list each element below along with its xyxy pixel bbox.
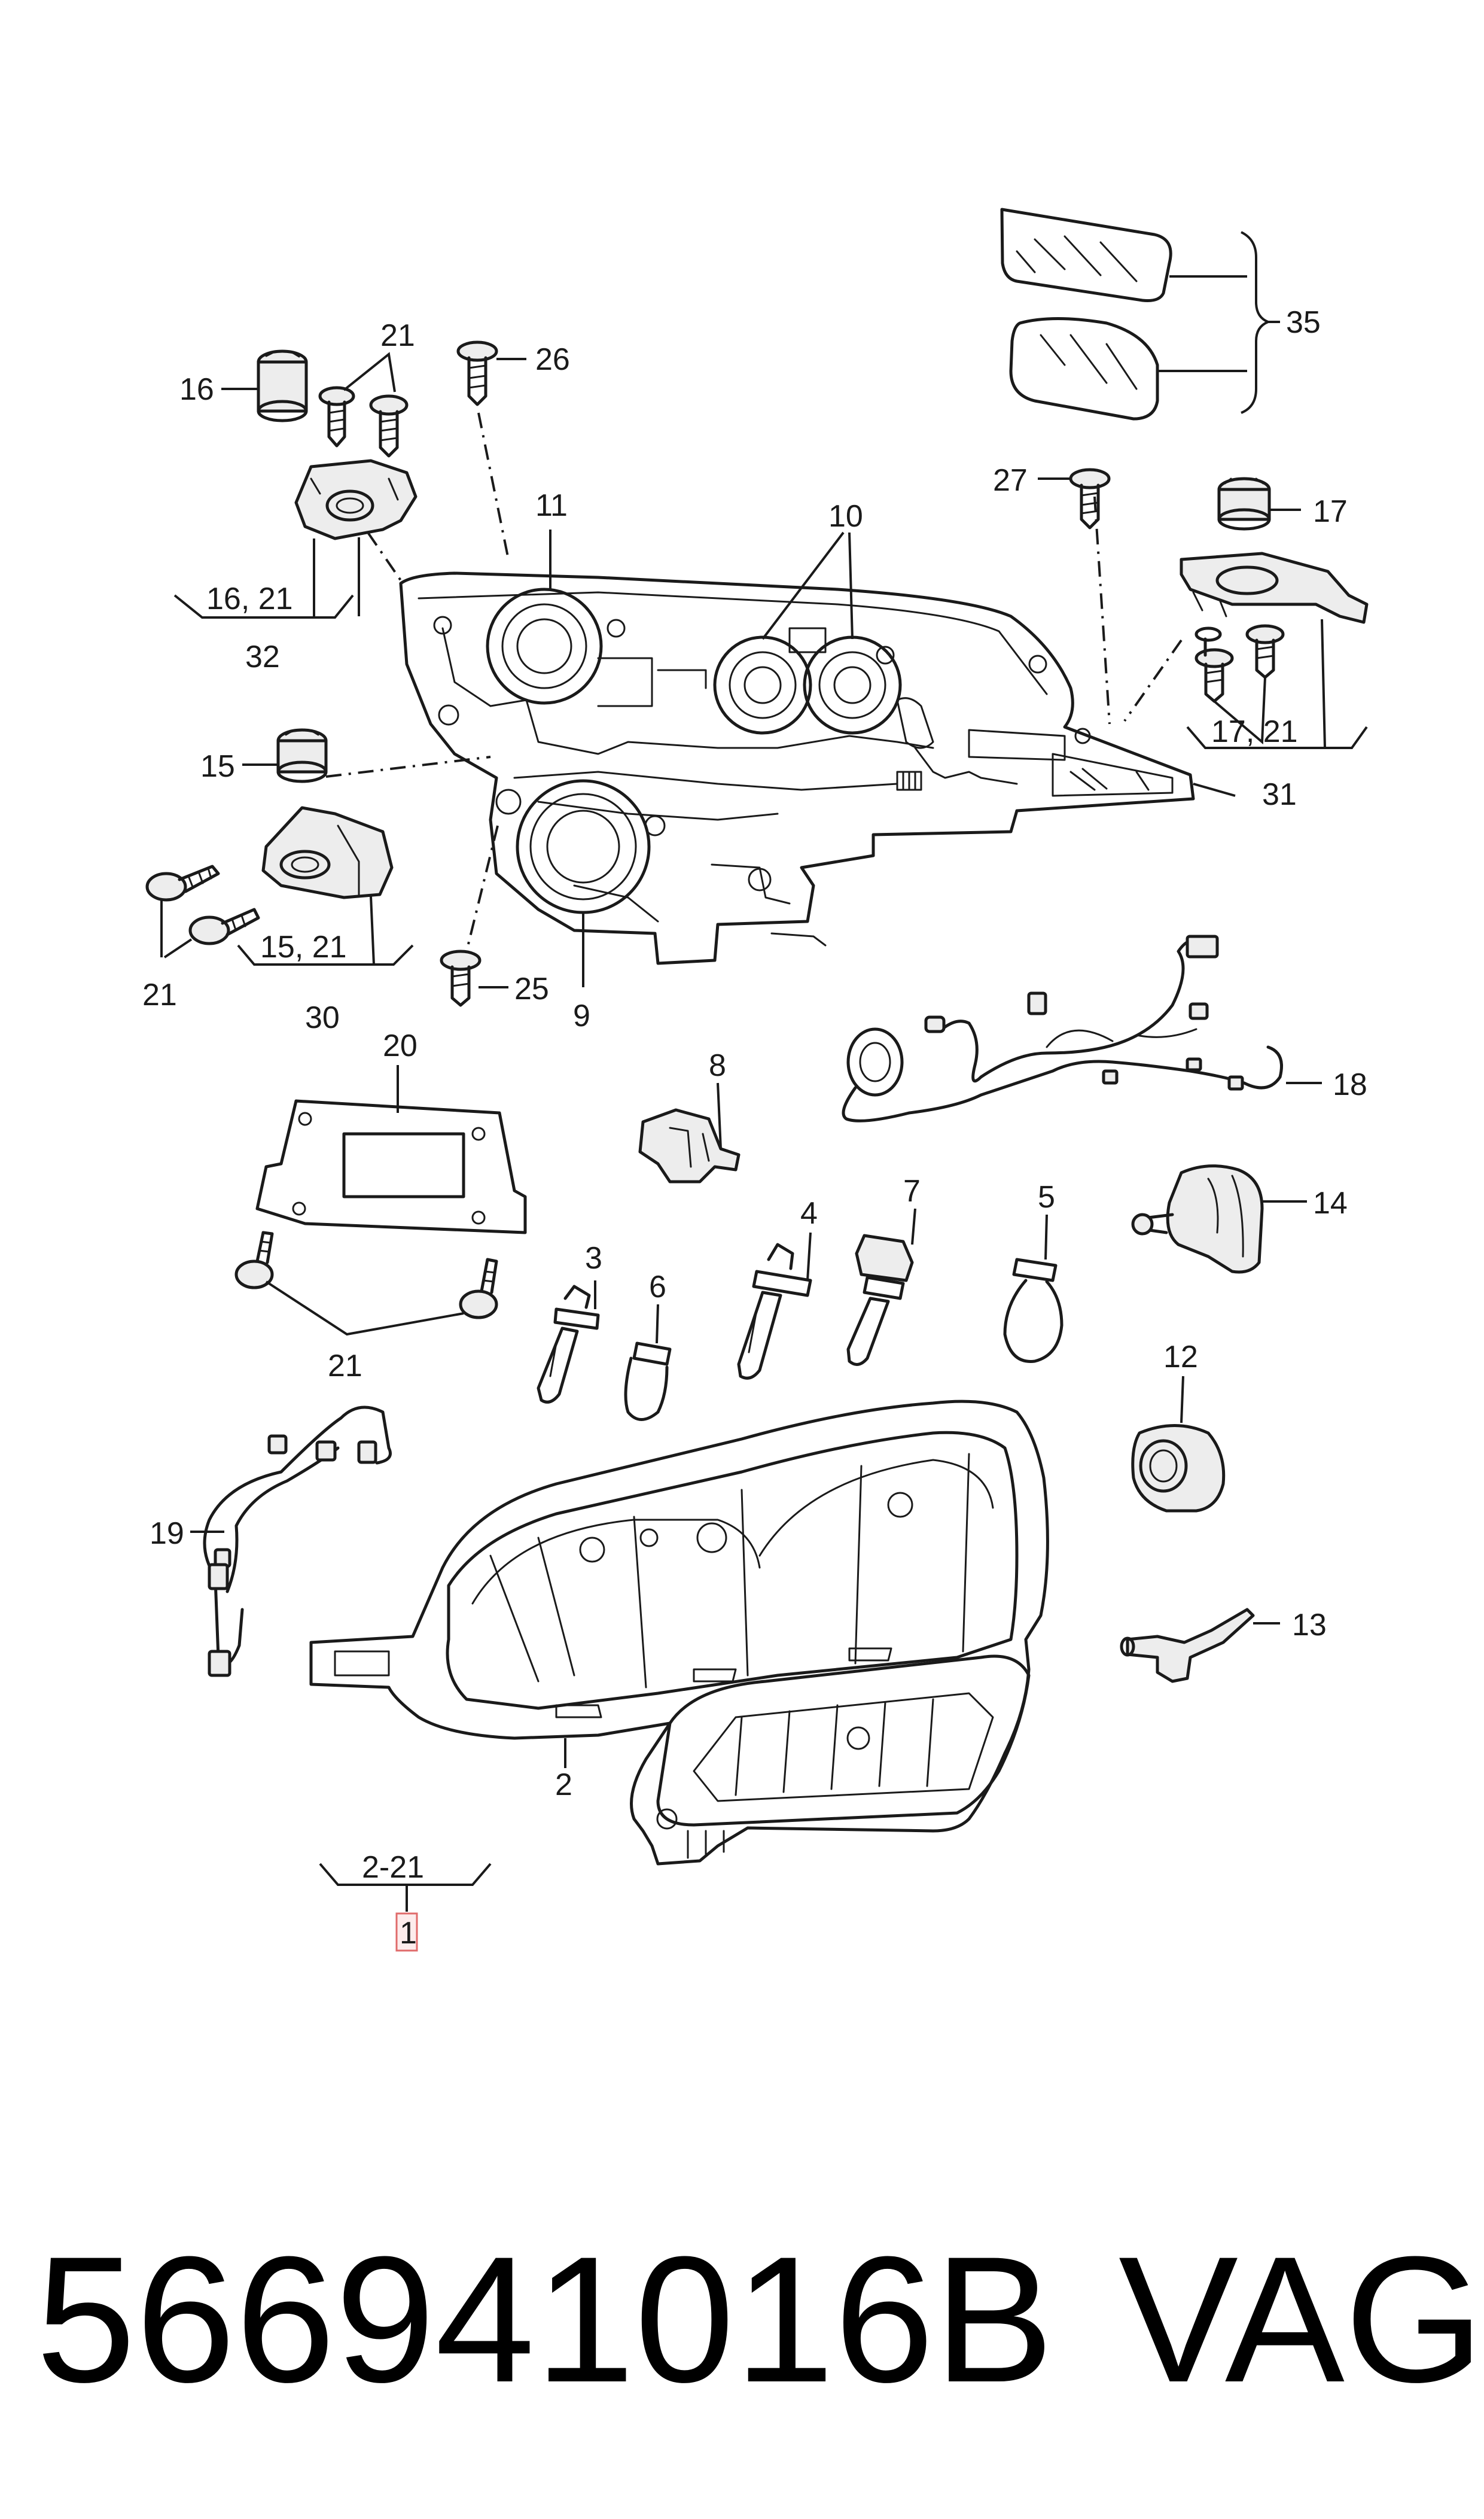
part-21-screws-left: 21 xyxy=(142,865,260,1012)
callout-7: 7 xyxy=(903,1174,921,1209)
part-2-headlight-housing: 2 xyxy=(309,1400,1049,1866)
callout-17: 17 xyxy=(1313,494,1348,529)
callout-21-left: 21 xyxy=(142,978,177,1012)
part-4-h7-bulb: 4 xyxy=(737,1196,818,1380)
callout-12: 12 xyxy=(1163,1340,1198,1374)
part-31-bracket: 17, 21 xyxy=(1180,552,1369,749)
part-21-screws-lower: 21 xyxy=(234,1231,498,1383)
part-number: 566941016B xyxy=(36,2219,1054,2420)
callout-21-top: 21 xyxy=(380,318,415,353)
callout-32: 32 xyxy=(245,640,280,674)
callout-2-21: 2-21 xyxy=(362,1850,424,1885)
part-1-assembly-callout: 2-21 1 xyxy=(319,1850,492,1952)
headlight-housing-assembly: 11 10 9 31 xyxy=(399,488,1297,1033)
part-35-lens-covers: 35 xyxy=(1000,208,1321,421)
part-17-bushing: 17 xyxy=(1217,477,1348,531)
callout-35: 35 xyxy=(1286,305,1321,340)
callout-6: 6 xyxy=(649,1270,666,1304)
part-26-screw: 26 xyxy=(456,340,570,406)
part-5-py21w-bulb: 5 xyxy=(1003,1180,1064,1363)
part-20-control-unit: 20 xyxy=(255,1029,527,1234)
callout-11: 11 xyxy=(535,488,568,523)
part-32-bracket: 16, 21 32 xyxy=(173,459,418,674)
callout-3: 3 xyxy=(585,1241,602,1276)
part-15-bushing: 15 xyxy=(200,728,328,784)
callout-14: 14 xyxy=(1313,1186,1348,1221)
part-8-bulb-holder: 8 xyxy=(638,1048,741,1184)
callout-18: 18 xyxy=(1333,1067,1367,1102)
brand-name: VAG xyxy=(1119,2219,1484,2420)
callout-1: 1 xyxy=(400,1916,417,1951)
part-14-adjuster-motor: 14 xyxy=(1131,1164,1348,1274)
part-13-cable-lead: 13 xyxy=(1120,1608,1327,1683)
part-12-cap: 12 xyxy=(1131,1340,1226,1513)
part-27-screw: 27 xyxy=(993,463,1111,530)
callout-17-21: 17, 21 xyxy=(1211,714,1298,749)
callout-25: 25 xyxy=(514,972,549,1006)
callout-2: 2 xyxy=(555,1767,572,1802)
callout-31: 31 xyxy=(1262,777,1297,812)
callout-8: 8 xyxy=(709,1048,726,1083)
callout-21-lower: 21 xyxy=(328,1349,362,1383)
callout-13: 13 xyxy=(1292,1608,1327,1642)
callout-27: 27 xyxy=(993,463,1028,498)
part-30-bracket: 15, 21 30 xyxy=(237,806,414,1035)
callout-9: 9 xyxy=(573,999,590,1033)
part-7-hb4-bulb: 7 xyxy=(846,1174,921,1366)
callout-26: 26 xyxy=(535,342,570,377)
callout-4: 4 xyxy=(800,1196,818,1231)
part-18-wiring-harness: 18 xyxy=(842,935,1367,1122)
callout-20: 20 xyxy=(383,1029,418,1063)
callout-30: 30 xyxy=(305,1000,340,1035)
part-16-bushing: 16 xyxy=(179,349,308,422)
callout-19: 19 xyxy=(150,1516,184,1551)
part-21-screws-top: 21 xyxy=(318,318,415,458)
callout-5: 5 xyxy=(1038,1180,1055,1215)
callout-15: 15 xyxy=(200,749,235,784)
callout-10: 10 xyxy=(828,499,863,534)
callout-15-21: 15, 21 xyxy=(260,930,347,965)
part-25-screw: 25 xyxy=(440,950,549,1007)
part-19-wiring: 19 xyxy=(150,1405,392,1677)
part-3-h7-bulb: 3 xyxy=(537,1241,602,1404)
callout-16-21: 16, 21 xyxy=(206,582,293,616)
part-6-w5w-bulb: 6 xyxy=(624,1270,672,1421)
callout-16: 16 xyxy=(179,372,214,407)
